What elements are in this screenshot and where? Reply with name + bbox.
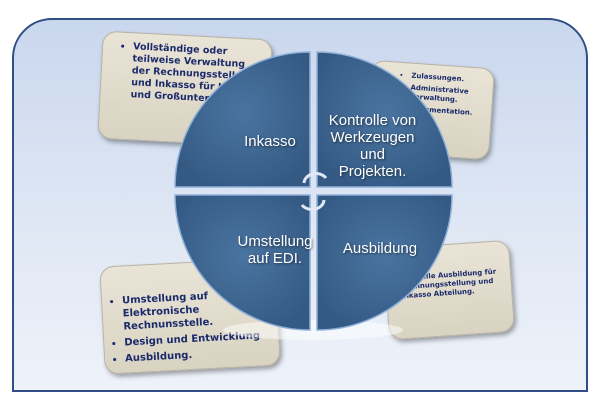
segment-ausbildung <box>316 194 453 331</box>
segment-label-kontrolle: Kontrolle von Werkzeugen und Projekten. <box>328 112 417 180</box>
segment-umstellung <box>174 194 311 331</box>
segment-inkasso <box>174 51 311 188</box>
segment-kontrolle <box>316 51 453 188</box>
cycle-arrows-icon <box>300 172 328 211</box>
segment-label-inkasso: Inkasso <box>244 133 296 150</box>
segment-label-umstellung: Umstellung auf EDI. <box>237 233 313 267</box>
segment-label-ausbildung: Ausbildung <box>342 240 418 257</box>
